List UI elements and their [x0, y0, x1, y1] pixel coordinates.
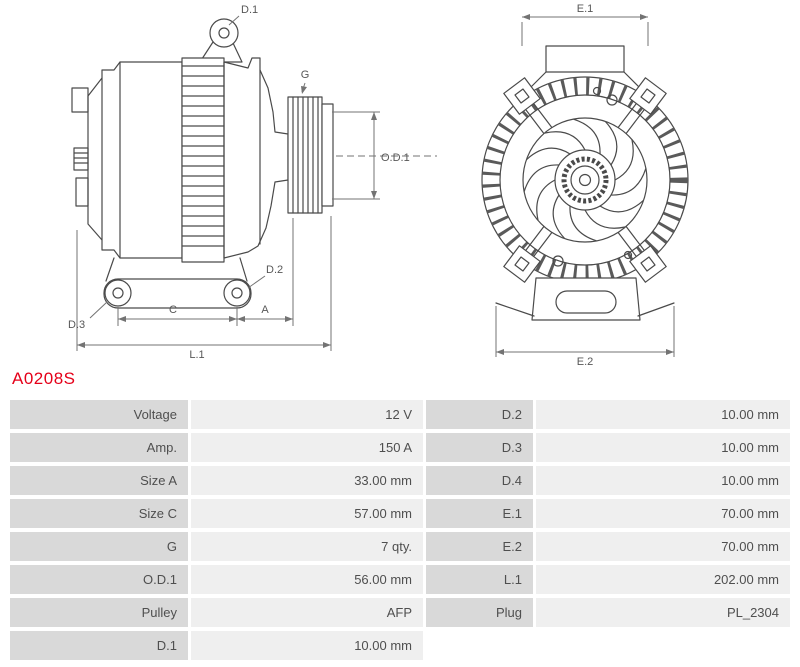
spec-value-d1: 10.00 mm [191, 631, 423, 660]
spec-label-e2: E.2 [426, 532, 533, 561]
spec-value-d3: 10.00 mm [536, 433, 790, 462]
spec-value-amp: 150 A [191, 433, 423, 462]
dim-label-d1: D.1 [241, 4, 258, 16]
spec-label-voltage: Voltage [10, 400, 188, 429]
dim-label-od1: O.D.1 [381, 152, 410, 164]
spec-value-g: 7 qty. [191, 532, 423, 561]
spec-cell-blank [426, 631, 533, 660]
spec-value-d2: 10.00 mm [536, 400, 790, 429]
spec-value-size-c: 57.00 mm [191, 499, 423, 528]
dim-label-d3: D.3 [68, 319, 85, 331]
spec-value-d4: 10.00 mm [536, 466, 790, 495]
spec-label-d2: D.2 [426, 400, 533, 429]
dim-label-c: C [169, 304, 177, 316]
spec-label-pulley: Pulley [10, 598, 188, 627]
spec-table: Voltage 12 V D.2 10.00 mm Amp. 150 A D.3… [10, 400, 790, 660]
front-view-drawing: E.1 E.2 [481, 3, 689, 368]
spec-cell-blank [536, 631, 790, 660]
spec-value-plug: PL_2304 [536, 598, 790, 627]
dim-label-l1: L.1 [189, 349, 204, 361]
spec-value-e1: 70.00 mm [536, 499, 790, 528]
spec-value-pulley: AFP [191, 598, 423, 627]
spec-label-l1: L.1 [426, 565, 533, 594]
spec-label-plug: Plug [426, 598, 533, 627]
spec-label-size-c: Size C [10, 499, 188, 528]
dim-label-a: A [261, 304, 269, 316]
part-number: A0208S [12, 369, 76, 388]
spec-value-od1: 56.00 mm [191, 565, 423, 594]
side-view-drawing: D.1 G O.D.1 D.2 D.3 C A L.1 [68, 4, 437, 361]
spec-label-g: G [10, 532, 188, 561]
spec-label-e1: E.1 [426, 499, 533, 528]
spec-label-d1: D.1 [10, 631, 188, 660]
spec-label-od1: O.D.1 [10, 565, 188, 594]
spec-label-size-a: Size A [10, 466, 188, 495]
spec-value-size-a: 33.00 mm [191, 466, 423, 495]
spec-label-d4: D.4 [426, 466, 533, 495]
dim-label-e1: E.1 [577, 3, 594, 15]
technical-drawing: D.1 G O.D.1 D.2 D.3 C A L.1 [68, 3, 689, 368]
dim-label-d2: D.2 [266, 264, 283, 276]
spec-label-amp: Amp. [10, 433, 188, 462]
spec-label-d3: D.3 [426, 433, 533, 462]
spec-value-voltage: 12 V [191, 400, 423, 429]
spec-value-e2: 70.00 mm [536, 532, 790, 561]
dim-label-e2: E.2 [577, 356, 594, 368]
spec-value-l1: 202.00 mm [536, 565, 790, 594]
dim-label-g: G [301, 69, 310, 81]
